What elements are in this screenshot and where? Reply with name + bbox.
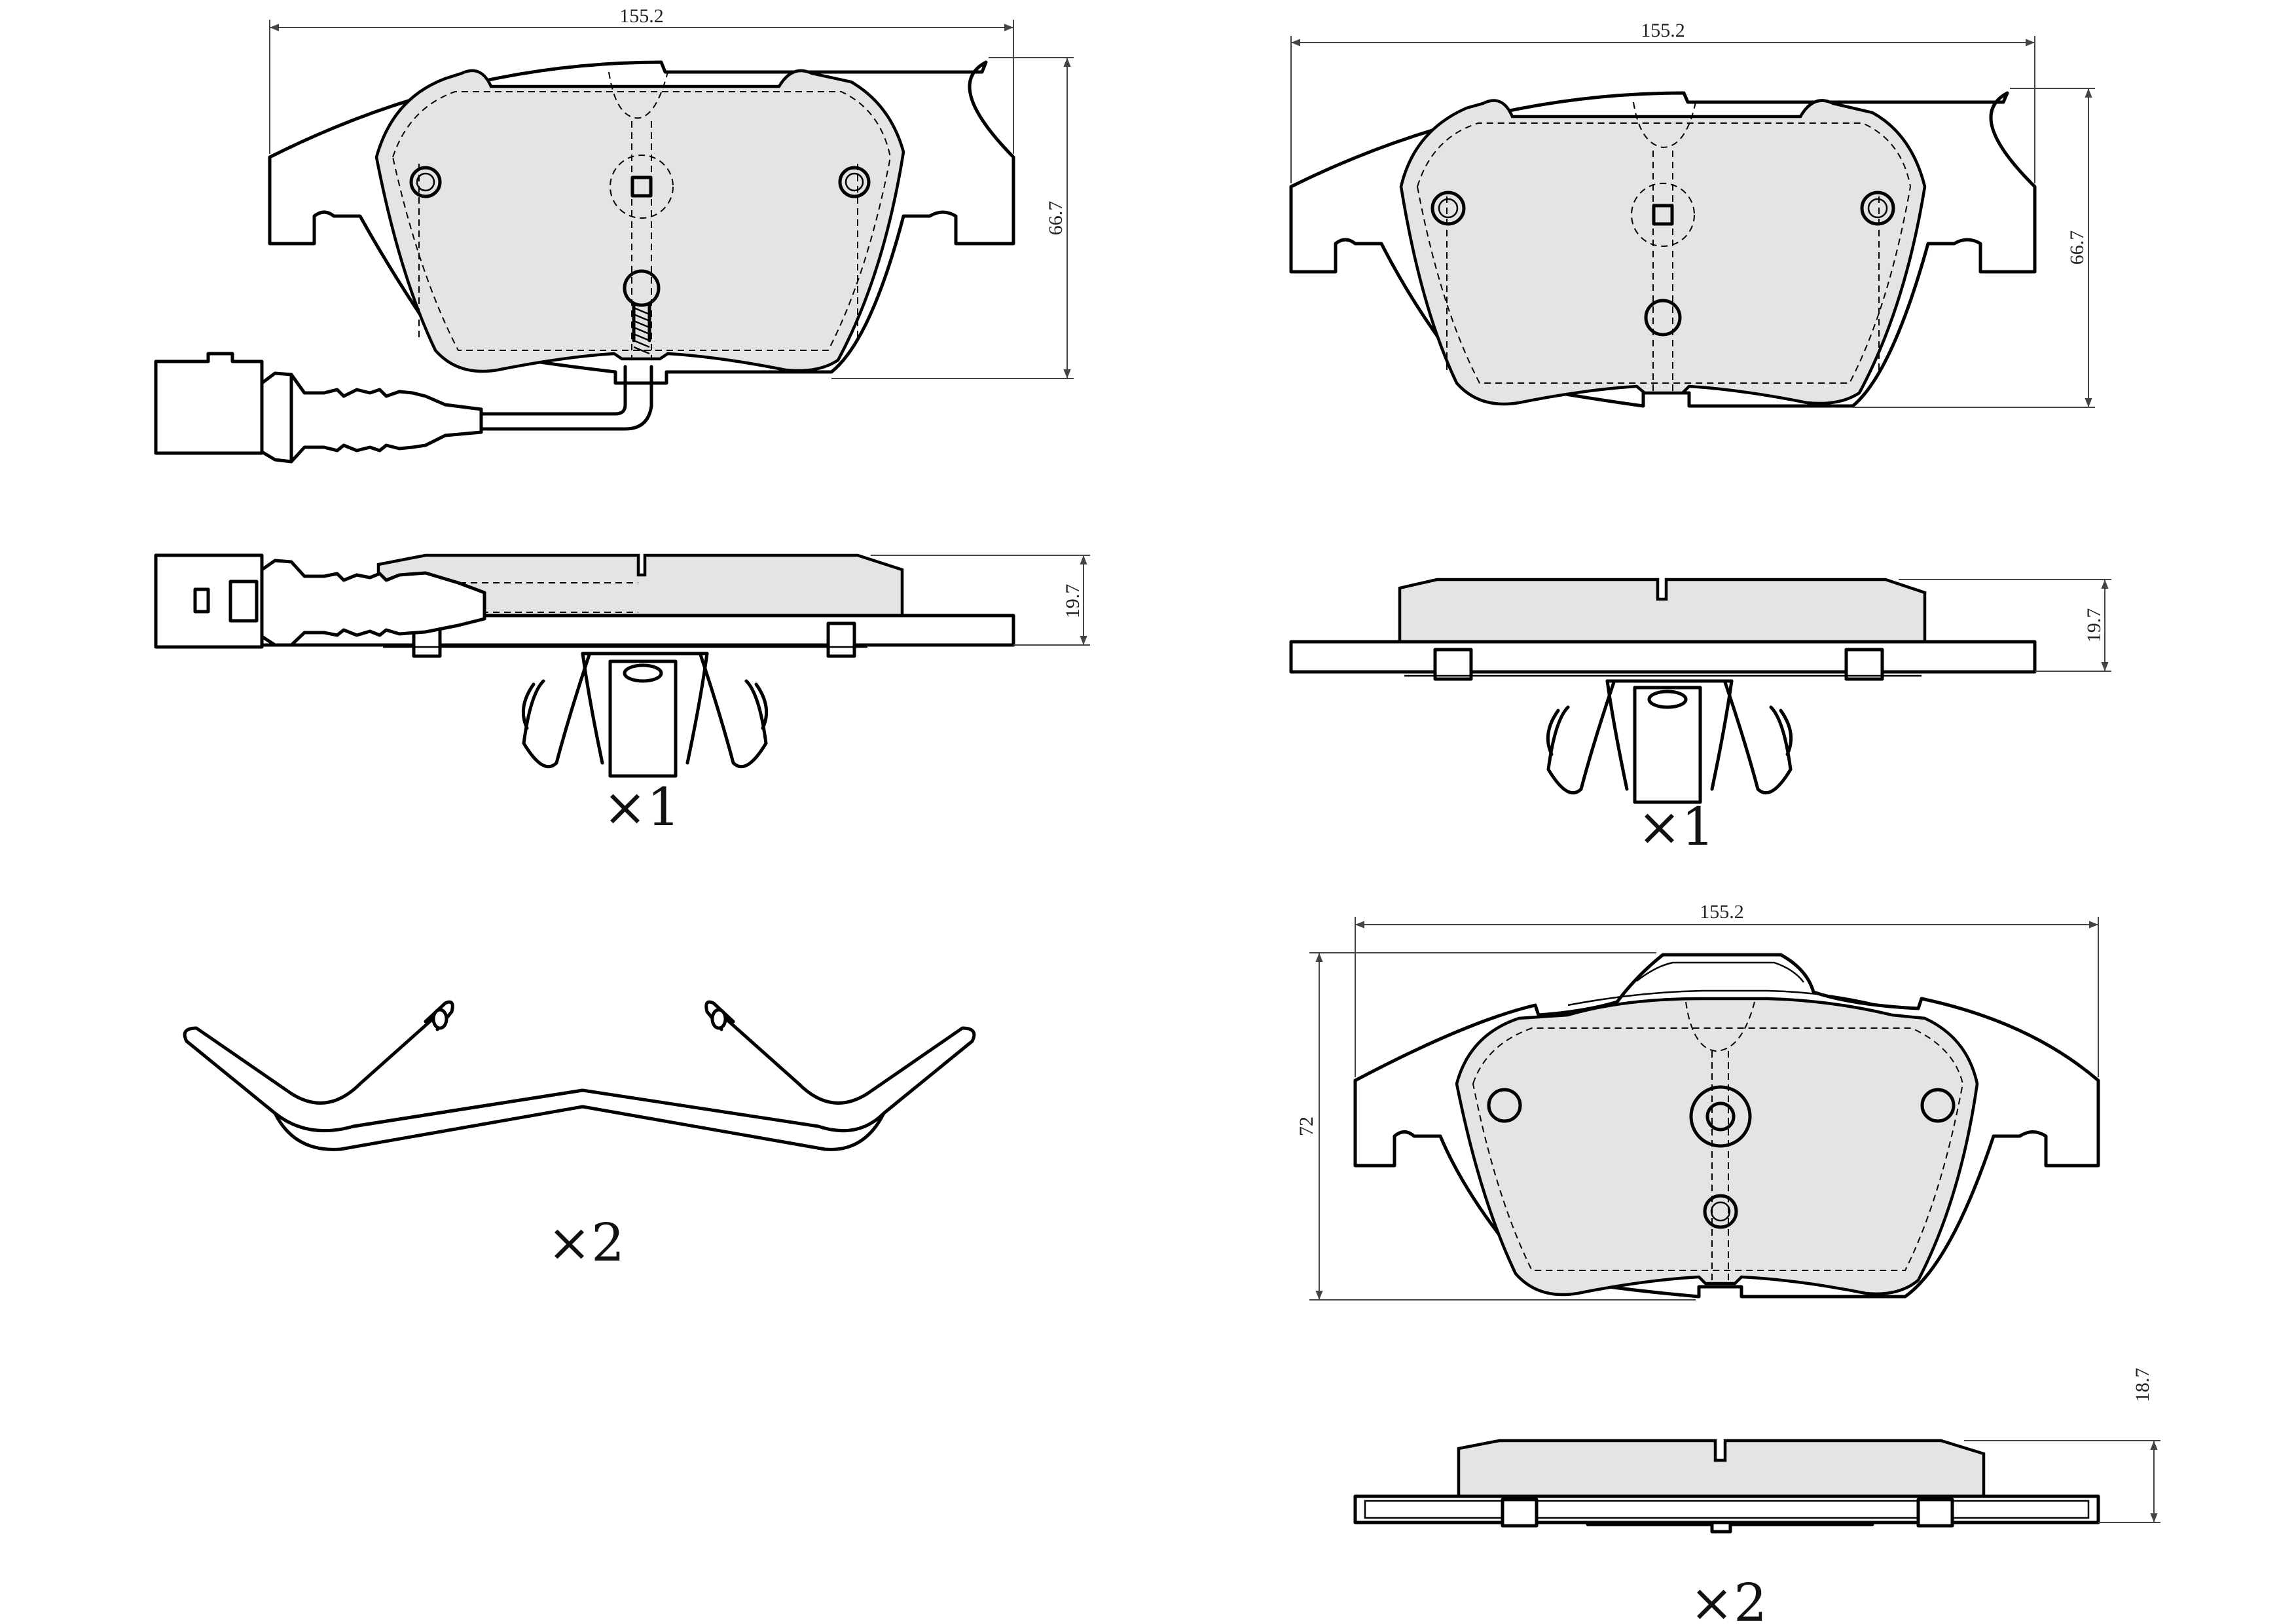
- dim-top-left-width: 155.2: [269, 5, 1014, 154]
- anti-rattle-clip-icon: [1546, 679, 1793, 804]
- dim-top-right-thickness: 19.7: [1899, 579, 2111, 672]
- dim-bottom-right-width: 155.2: [1355, 901, 2099, 1077]
- dim-label-height: 66.7: [2066, 231, 2088, 265]
- quantity-label-spring: ×2: [547, 1212, 625, 1273]
- retaining-spring-icon: [183, 1000, 976, 1151]
- dim-label-width: 155.2: [1700, 901, 1744, 923]
- pad-front-view-with-sensor: [154, 60, 1015, 464]
- dim-label-thickness: 18.7: [2132, 1368, 2153, 1403]
- dim-top-right-width: 155.2: [1290, 20, 2035, 183]
- anti-rattle-clip-icon: [521, 652, 769, 778]
- wear-sensor-connector-icon: [154, 352, 483, 464]
- pad-side-view-with-sensor: [154, 553, 1015, 778]
- dim-label-thickness: 19.7: [1062, 584, 1084, 619]
- dim-label-height: 66.7: [1045, 201, 1066, 236]
- pad-side-view-plain: [1289, 578, 2037, 804]
- dim-top-left-thickness: 19.7: [871, 555, 1090, 646]
- dim-label-width: 155.2: [1641, 20, 1685, 41]
- dim-top-right-height: 66.7: [1853, 88, 2095, 408]
- sensor-wire-hatch: [633, 306, 650, 355]
- wear-sensor-connector-side-icon: [154, 553, 486, 649]
- quantity-label-clip-left: ×1: [603, 777, 680, 838]
- dim-label-thickness: 19.7: [2083, 608, 2105, 643]
- dim-top-left-height: 66.7: [831, 57, 1074, 379]
- dim-bottom-right-thickness: 18.7: [1964, 1368, 2160, 1523]
- pad-front-view-plain: [1289, 91, 2037, 408]
- dim-label-width: 155.2: [619, 5, 664, 27]
- pad-front-view-with-tab: [1353, 953, 2100, 1299]
- quantity-label-clip-right: ×1: [1637, 796, 1715, 857]
- quantity-label-pad-set: ×2: [1690, 1572, 1767, 1624]
- dim-bottom-right-height: 72: [1296, 952, 1696, 1301]
- dim-label-height: 72: [1296, 1116, 1317, 1136]
- pad-side-view-with-tab: [1353, 1439, 2100, 1534]
